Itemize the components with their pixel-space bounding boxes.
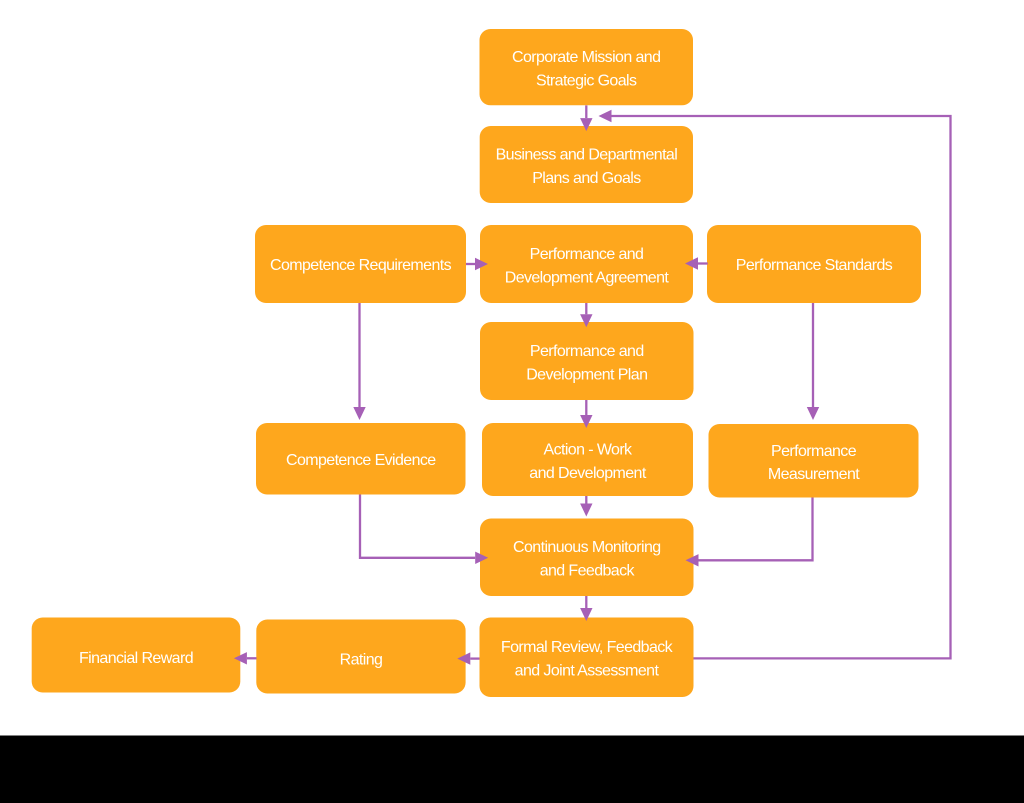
svg-text:Plans and Goals: Plans and Goals [532,170,641,187]
svg-text:Performance and: Performance and [530,246,644,263]
svg-text:and Joint Assessment: and Joint Assessment [515,663,660,680]
svg-text:and Feedback: and Feedback [540,563,636,580]
svg-text:Measurement: Measurement [768,466,860,483]
svg-text:Action - Work: Action - Work [544,442,634,459]
svg-text:Continuous Monitoring: Continuous Monitoring [513,539,661,556]
svg-text:Performance Standards: Performance Standards [736,257,893,274]
svg-text:Financial Reward: Financial Reward [79,650,193,667]
svg-text:Competence Evidence: Competence Evidence [286,452,436,469]
svg-text:Development Plan: Development Plan [526,366,647,383]
svg-text:Strategic Goals: Strategic Goals [536,73,637,90]
svg-text:Performance: Performance [771,443,857,460]
svg-text:Performance and: Performance and [530,343,644,360]
svg-text:Rating: Rating [340,652,383,669]
svg-text:Business and Departmental: Business and Departmental [496,147,678,164]
svg-text:Development Agreement: Development Agreement [505,269,670,286]
svg-text:and Development: and Development [529,465,647,482]
svg-text:Formal Review, Feedback: Formal Review, Feedback [501,639,674,656]
svg-text:Corporate Mission and: Corporate Mission and [512,49,660,66]
svg-text:Competence Requirements: Competence Requirements [270,257,452,274]
